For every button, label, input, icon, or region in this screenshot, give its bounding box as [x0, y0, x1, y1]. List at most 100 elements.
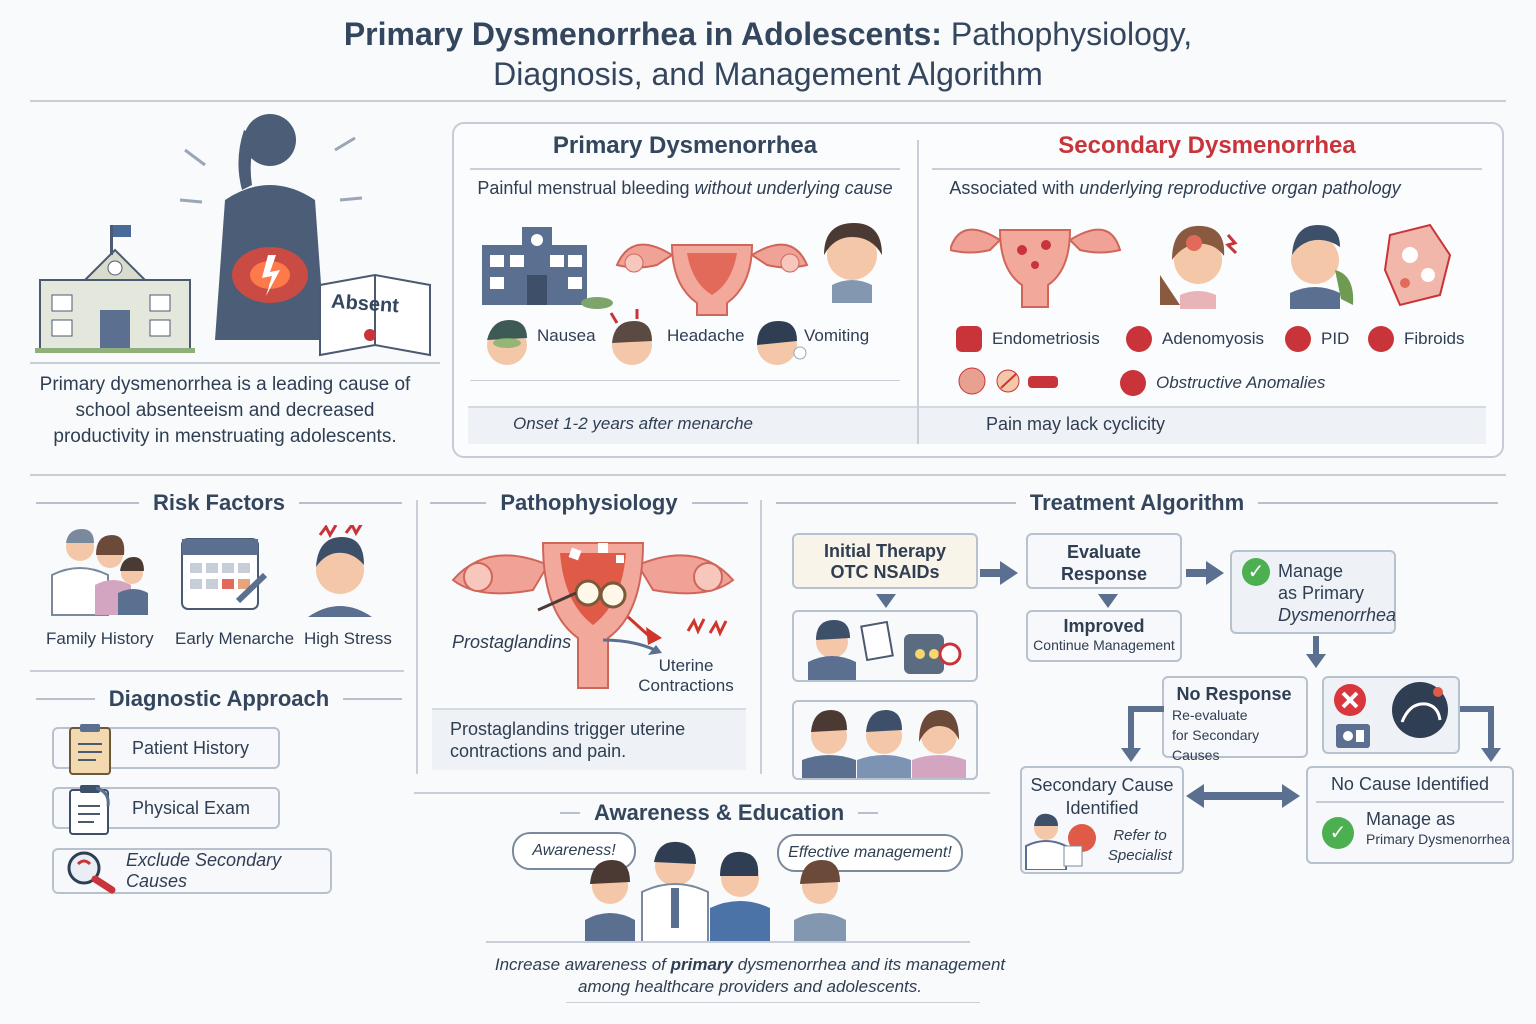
primary-band-divider — [470, 380, 900, 381]
nausea-face-icon — [487, 320, 527, 365]
awareness-bottom-line — [566, 1002, 980, 1003]
secondary-heading-underline — [932, 168, 1482, 170]
secondary-definition-italic: underlying reproductive organ pathology — [1079, 178, 1401, 198]
no-cause-check-icon: ✓ — [1322, 817, 1354, 849]
title-line2: Diagnosis, and Management Algorithm — [493, 56, 1043, 92]
primary-illustration — [472, 215, 902, 385]
footer-band-divider — [917, 406, 919, 444]
definitions-footer-band — [468, 406, 1486, 444]
pathophysiology-caption: Prostaglandins trigger uterine contracti… — [432, 708, 746, 770]
secondary-illustration — [948, 215, 1490, 315]
title-divider — [30, 100, 1506, 102]
reevaluation-icons-panel — [1322, 676, 1460, 754]
treatment-heading: Treatment Algorithm — [1029, 490, 1245, 515]
teen-face-icon — [857, 710, 911, 778]
symptom-nausea: Nausea — [537, 326, 596, 345]
calendar-icon — [181, 538, 268, 610]
risk-factors-heading: Risk Factors — [152, 490, 286, 515]
teen-girl-icon — [585, 860, 635, 942]
elbow-left-horizontal — [1128, 706, 1164, 712]
vomiting-face-icon — [757, 321, 807, 365]
sick-boy-icon — [1290, 225, 1354, 309]
manage-check-icon: ✓ — [1242, 558, 1270, 586]
stressed-boy-icon — [308, 522, 372, 617]
primary-heading: Primary Dysmenorrhea — [552, 132, 818, 159]
refer-specialist-label: Refer to Specialist — [1107, 827, 1173, 864]
specialist-icon — [1024, 812, 1104, 871]
no-cause-manage-text: Manage as Primary Dysmenorrhea — [1366, 809, 1510, 847]
migraine-girl-icon — [1160, 225, 1238, 309]
boy-face-icon — [802, 710, 856, 778]
teen-boy-icon — [794, 860, 846, 942]
intro-illustration — [30, 110, 440, 360]
symptom-vomiting: Vomiting — [804, 326, 870, 345]
primary-definition: Painful menstrual bleeding without under… — [470, 178, 900, 199]
condition-obstructive: Obstructive Anomalies — [1120, 370, 1325, 396]
condition-adenomyosis: Adenomyosis — [1126, 326, 1264, 352]
magnifier-icon — [64, 848, 120, 894]
woman-with-pills-icon — [808, 620, 856, 680]
primary-definition-italic: without underlying cause — [694, 178, 893, 198]
title-rest: Pathophysiology, — [941, 16, 1193, 52]
awareness-divider — [414, 792, 990, 794]
arrow-initial-right — [1000, 561, 1018, 585]
condition-fibroids: Fibroids — [1368, 326, 1464, 352]
awareness-group-illustration — [580, 836, 900, 943]
family-icon — [51, 529, 148, 616]
primary-heading-underline — [470, 168, 900, 170]
secondary-definition: Associated with underlying reproductive … — [932, 178, 1418, 199]
diseased-uterus-icon — [948, 228, 1122, 308]
arrow-evaluate-down — [1098, 594, 1118, 608]
initial-therapy-box: Initial Therapy OTC NSAIDs — [792, 533, 978, 589]
doctor-icon — [641, 841, 709, 943]
condition-pid: PID — [1285, 326, 1349, 352]
pathophysiology-heading: Pathophysiology — [500, 490, 678, 515]
risk-divider — [30, 670, 404, 672]
awareness-heading: Awareness & Education — [594, 800, 845, 825]
diagnostic-heading: Diagnostic Approach — [108, 686, 330, 711]
fibroids-icon — [1368, 326, 1394, 352]
adenomyosis-icon — [1126, 326, 1152, 352]
pathophysiology-uterus-icon — [448, 535, 738, 695]
arrow-initial-shaft — [980, 569, 1002, 577]
arrow-evaluate-shaft — [1186, 569, 1208, 577]
arrow-manage-down — [1306, 654, 1326, 668]
elbow-right-vertical — [1488, 706, 1494, 750]
intro-description: Primary dysmenorrhea is a leading cause … — [39, 374, 411, 447]
headache-face-icon — [609, 309, 652, 365]
arrow-evaluate-right — [1206, 561, 1224, 585]
page-title: Primary Dysmenorrhea in Adolescents: Pat… — [0, 14, 1536, 94]
awareness-header: Awareness & Education — [560, 800, 880, 826]
primary-definition-plain: Painful menstrual bleeding — [477, 178, 695, 198]
secondary-cause-title: Secondary Cause Identified — [1030, 775, 1174, 818]
exam-clipboard-icon — [66, 782, 116, 836]
left-col-divider — [416, 500, 418, 774]
pid-icon — [1285, 326, 1311, 352]
definitions-divider — [917, 140, 919, 436]
arrow-manage-shaft — [1313, 636, 1319, 656]
endometriosis-icon — [956, 326, 982, 352]
prescription-icon — [860, 620, 894, 662]
fibroid-tissue-icon — [1383, 223, 1452, 307]
sad-girl-icon — [824, 223, 882, 303]
girl-face-icon — [912, 710, 966, 778]
awareness-baseline — [486, 941, 970, 943]
risk-early-menarche: Early Menarche — [175, 629, 295, 648]
adolescent-silhouette-icon — [179, 114, 363, 340]
secondary-definition-plain: Associated with — [949, 178, 1080, 198]
clipboard-icon — [66, 722, 116, 776]
no-cause-box: No Cause Identified Manage as Primary Dy… — [1306, 766, 1514, 864]
middle-col-divider — [760, 500, 762, 774]
arrow-to-no-cause — [1481, 748, 1501, 762]
pill-bottle-icon — [904, 634, 962, 674]
symptom-headache: Headache — [667, 326, 745, 345]
diagnostic-header: Diagnostic Approach — [36, 686, 402, 712]
awareness-caption: Increase awareness of primary dysmenorrh… — [494, 955, 1006, 996]
intro-divider — [30, 362, 440, 364]
obstruction-icons — [956, 366, 1066, 396]
prostaglandins-label: Prostaglandins — [452, 632, 572, 652]
risk-high-stress: High Stress — [304, 629, 392, 648]
school-icon — [35, 225, 195, 353]
school-building-icon — [482, 227, 613, 309]
